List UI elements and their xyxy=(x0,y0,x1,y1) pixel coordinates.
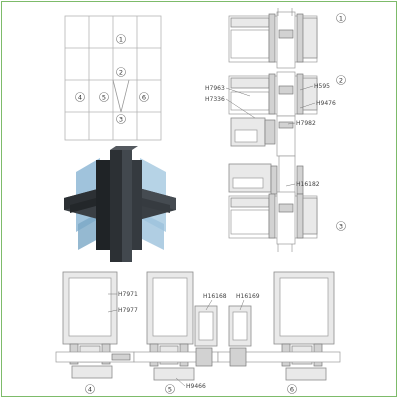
svg-text:3: 3 xyxy=(119,115,123,123)
detail-5-section xyxy=(133,271,219,381)
corner-cutaway-3d xyxy=(64,146,176,262)
detail-2-marker: 2 xyxy=(336,75,346,85)
detail-3-marker: 3 xyxy=(336,221,346,231)
detail-5-labels: H16168 H9466 xyxy=(175,293,227,390)
label-h595: H595 xyxy=(314,83,330,90)
elevation-marker-2: 2 xyxy=(116,67,126,77)
detail-4-marker: 4 xyxy=(85,384,95,394)
label-h16182: H16182 xyxy=(296,181,320,188)
detail-3-section xyxy=(228,155,318,252)
svg-text:6: 6 xyxy=(142,93,146,101)
elevation-marker-5: 5 xyxy=(99,92,109,102)
detail-5-marker: 5 xyxy=(165,384,175,394)
detail-4-section xyxy=(55,271,135,379)
label-h7977: H7977 xyxy=(118,307,138,314)
svg-text:6: 6 xyxy=(290,385,294,393)
detail-6-labels: H16169 xyxy=(236,293,260,311)
svg-text:3: 3 xyxy=(339,222,343,230)
svg-text:5: 5 xyxy=(102,93,106,101)
svg-text:2: 2 xyxy=(119,68,123,76)
label-h9476: H9476 xyxy=(316,100,336,107)
elevation-marker-4: 4 xyxy=(75,92,85,102)
detail-6-section xyxy=(217,271,341,381)
elevation-grid xyxy=(64,15,162,141)
detail-2-section xyxy=(228,71,318,157)
elevation-marker-3: 3 xyxy=(116,114,126,124)
label-h9466: H9466 xyxy=(186,383,206,390)
detail-1-section xyxy=(228,8,318,69)
detail-3-labels: H16182 xyxy=(285,181,320,188)
svg-text:2: 2 xyxy=(339,76,343,84)
detail-2-labels: H7963 H7336 H595 H9476 H7982 xyxy=(205,83,336,127)
elevation-marker-1: 1 xyxy=(116,34,126,44)
svg-text:5: 5 xyxy=(168,385,172,393)
svg-text:4: 4 xyxy=(78,93,82,101)
detail-1-marker: 1 xyxy=(336,13,346,23)
elevation-marker-6: 6 xyxy=(139,92,149,102)
detail-6-marker: 6 xyxy=(287,384,297,394)
label-h16168: H16168 xyxy=(203,293,227,300)
svg-text:1: 1 xyxy=(339,14,343,22)
label-h7982: H7982 xyxy=(296,120,316,127)
svg-text:4: 4 xyxy=(88,385,92,393)
svg-text:1: 1 xyxy=(119,35,123,43)
label-h16169: H16169 xyxy=(236,293,260,300)
label-h7963: H7963 xyxy=(205,85,225,92)
label-h7336: H7336 xyxy=(205,96,225,103)
detail-4-labels: H7971 H7977 xyxy=(107,291,138,314)
label-h7971: H7971 xyxy=(118,291,138,298)
